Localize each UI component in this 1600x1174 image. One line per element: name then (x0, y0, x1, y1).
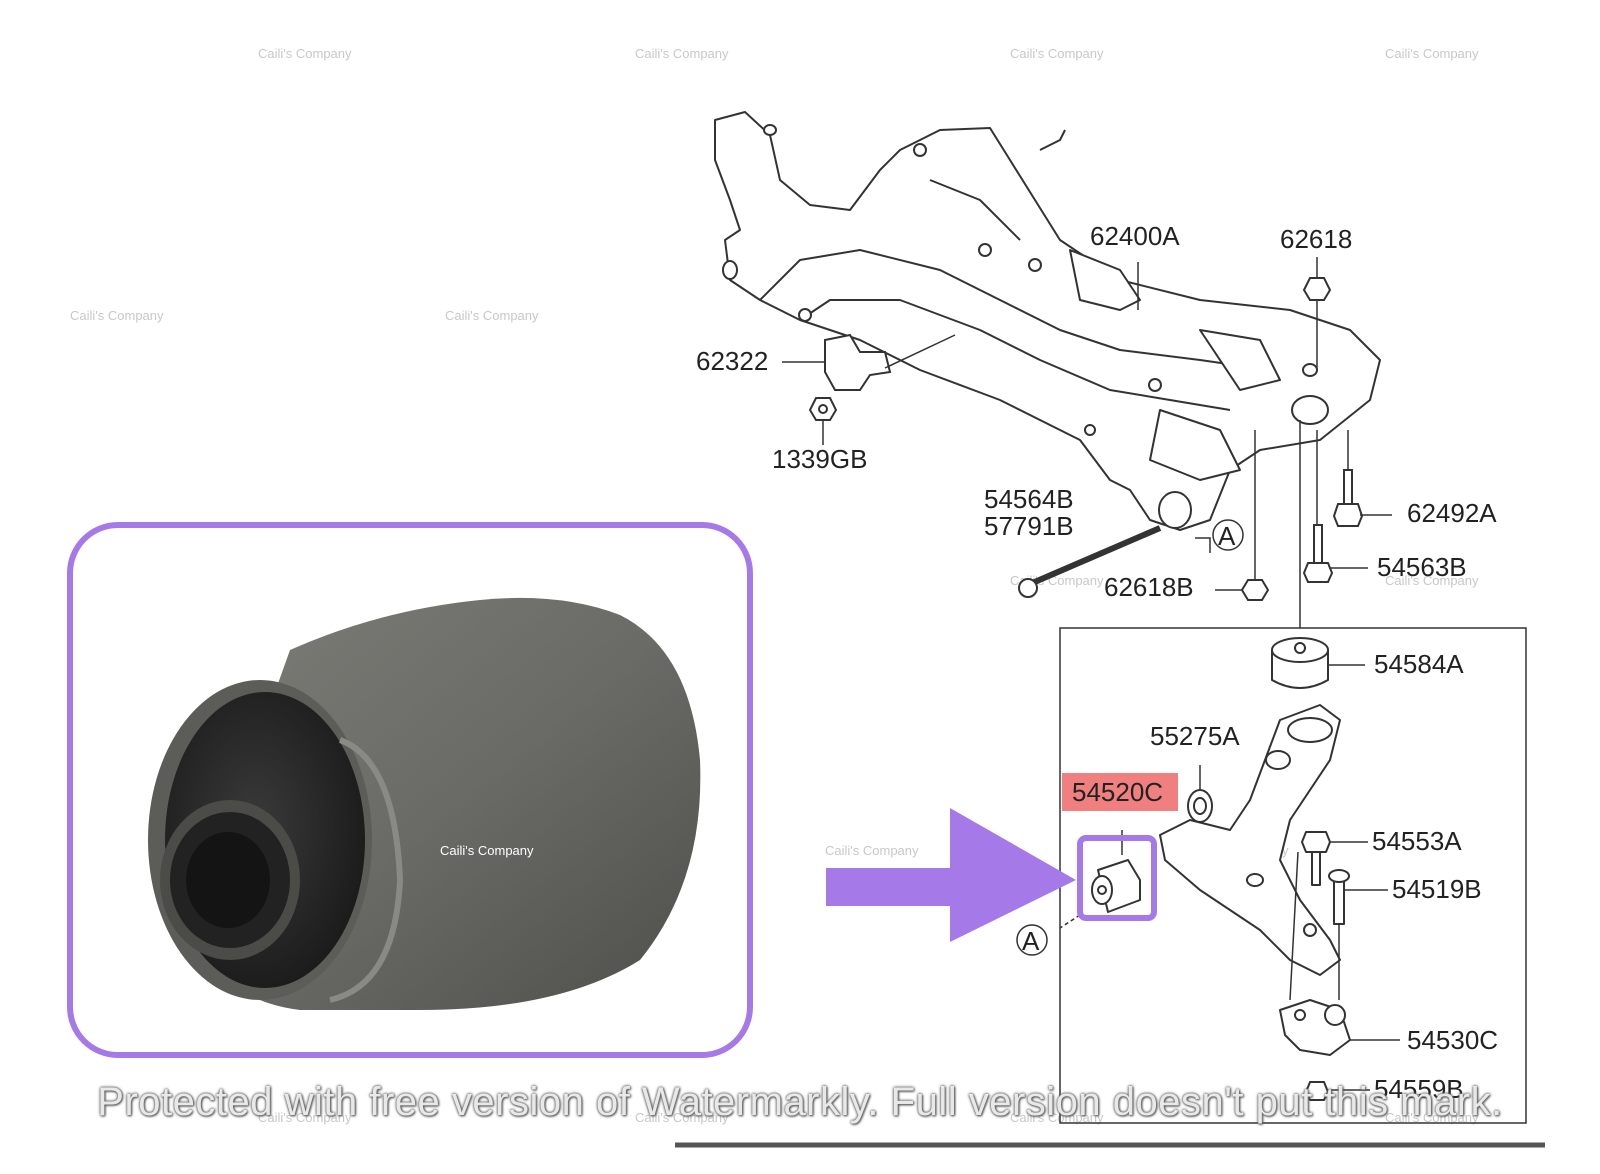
watermark-text: Caili's Company (1385, 1110, 1479, 1125)
watermark-text: Caili's Company (1385, 573, 1479, 588)
watermark-text: Caili's Company (825, 843, 919, 858)
watermark-text: Caili's Company (1010, 1110, 1104, 1125)
small-parts (808, 277, 1364, 601)
leader-lines (782, 257, 1392, 666)
watermark-text: Caili's Company (635, 46, 729, 61)
bushing-photo: Caili's Company (148, 597, 701, 1010)
label-57791b: 57791B (984, 511, 1074, 541)
part-labels: 62400A 62618 62322 1339GB 54564B 57791B … (696, 221, 1498, 1104)
watermark-banner: Protected with free version of Watermark… (97, 1080, 1503, 1124)
watermark-text: Caili's Company (1010, 46, 1104, 61)
watermark-text: Caili's Company (70, 308, 164, 323)
ref-a-label: A (1218, 521, 1236, 551)
label-62492a: 62492A (1407, 498, 1497, 528)
watermark-text: Caili's Company (445, 308, 539, 323)
subframe-drawing (714, 111, 1381, 531)
pointer-arrow (826, 808, 1076, 942)
label-62618: 62618 (1280, 224, 1352, 254)
label-54559b: 54559B (1374, 1074, 1464, 1104)
label-54563b: 54563B (1377, 552, 1467, 582)
label-54530c: 54530C (1407, 1025, 1498, 1055)
watermark-text: Caili's Company (258, 46, 352, 61)
label-55275a: 55275A (1150, 721, 1240, 751)
label-62400a: 62400A (1090, 221, 1180, 251)
label-54519b: 54519B (1392, 874, 1482, 904)
box-leader-lines (1059, 765, 1400, 1091)
watermark-text: Caili's Company (258, 1110, 352, 1125)
label-62322: 62322 (696, 346, 768, 376)
watermark-text: Caili's Company (1385, 46, 1479, 61)
control-arm-drawing (1091, 637, 1351, 1101)
label-54553a: 54553A (1372, 826, 1462, 856)
watermark-text: Caili's Company (635, 1110, 729, 1125)
label-1339gb: 1339GB (772, 444, 867, 474)
highlight-frame (1077, 835, 1157, 921)
label-62618b: 62618B (1104, 572, 1194, 602)
highlight-bg (1062, 773, 1178, 811)
ref-markers (1016, 519, 1244, 956)
label-54584a: 54584A (1374, 649, 1464, 679)
label-54520c: 54520C (1072, 777, 1163, 807)
watermark-text: Caili's Company (440, 843, 534, 858)
ref-a-label-lower: A (1022, 926, 1040, 956)
label-54564b: 54564B (984, 484, 1074, 514)
